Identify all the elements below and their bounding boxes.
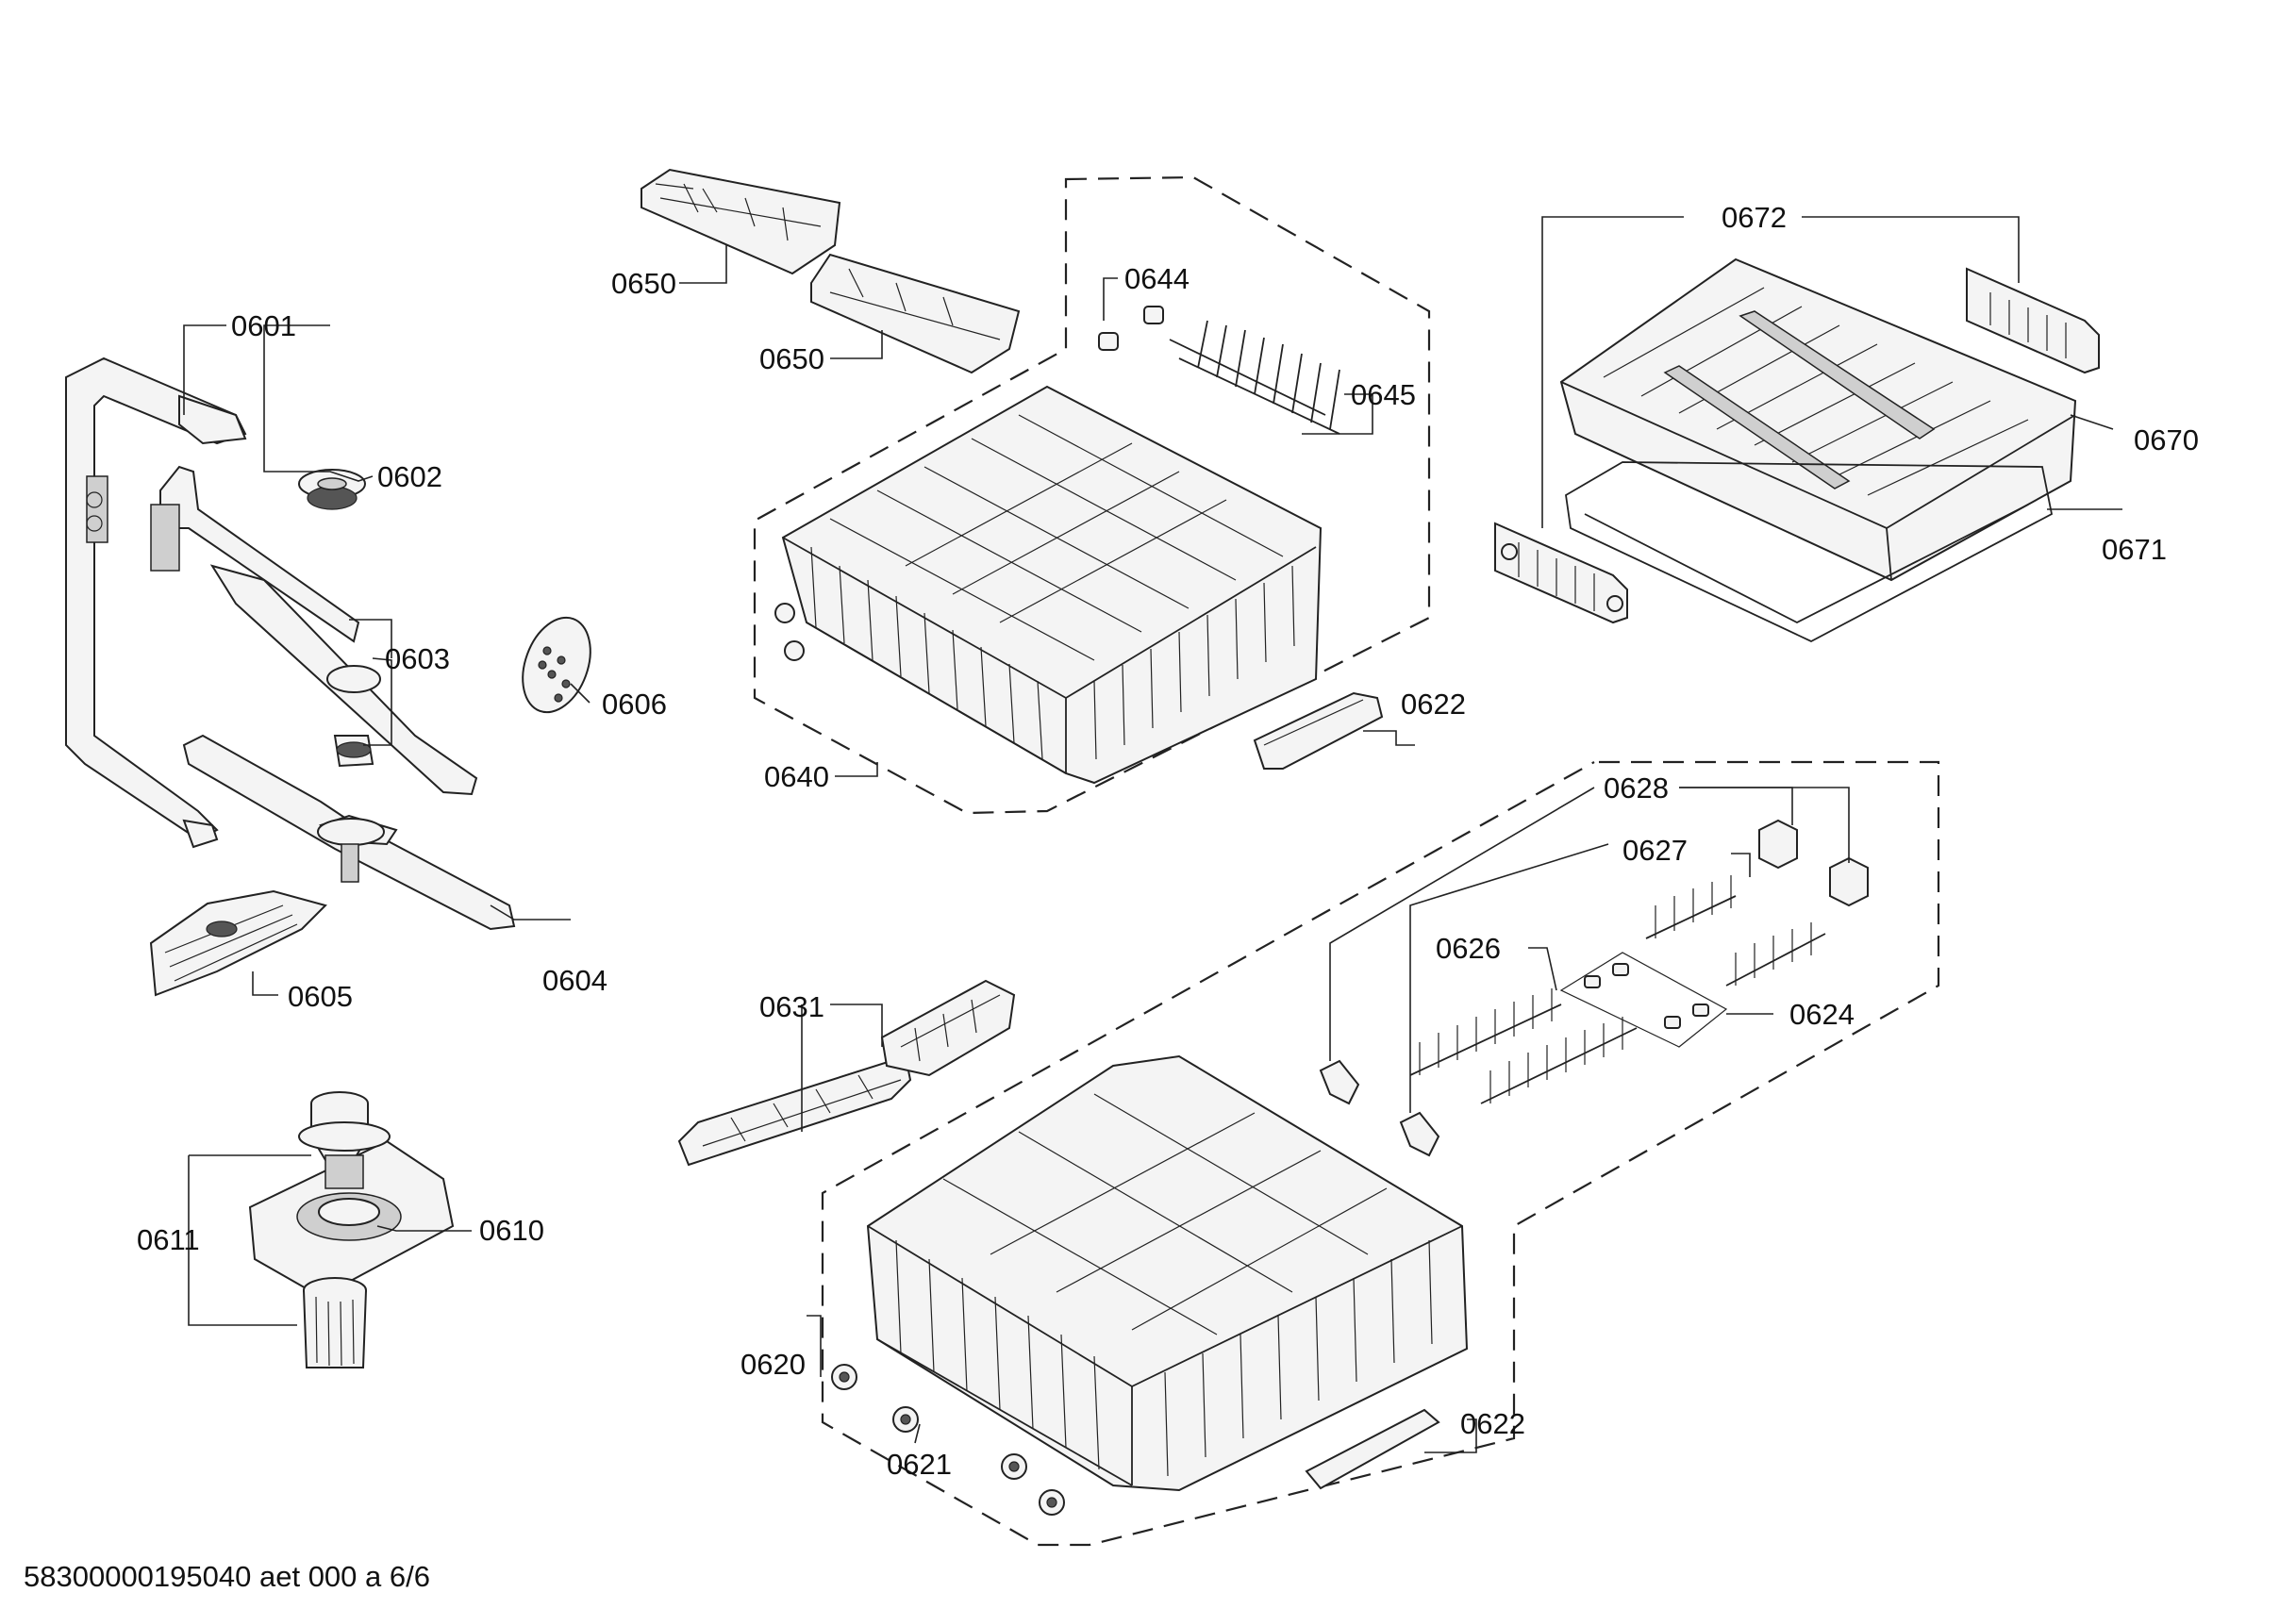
part-0605-micro-filter[interactable]	[149, 889, 327, 997]
part-0624-clip-plate[interactable]	[1559, 952, 1728, 1048]
label-0610: 0610	[479, 1214, 544, 1247]
label-0605: 0605	[288, 980, 353, 1013]
part-0626-racks[interactable]	[1319, 988, 1638, 1157]
part-0622-lower-handle[interactable]	[1305, 1408, 1440, 1490]
part-0628-holders[interactable]	[1758, 819, 1869, 907]
label-0601: 0601	[231, 309, 296, 342]
label-0644: 0644	[1124, 262, 1190, 295]
part-0670-cutlery-tray[interactable]	[1559, 257, 2077, 582]
label-0620: 0620	[740, 1348, 806, 1381]
label-0622-lower: 0622	[1460, 1407, 1525, 1440]
part-0603-upper-spray-arm[interactable]	[150, 465, 478, 796]
label-0622-upper: 0622	[1401, 688, 1466, 721]
part-0672-tray-side-guides[interactable]	[1494, 267, 2100, 624]
part-0601-supply-pipe[interactable]	[65, 357, 247, 849]
label-0626: 0626	[1436, 932, 1501, 965]
label-0611: 0611	[137, 1223, 200, 1256]
part-0671-tray-frame[interactable]	[1565, 461, 2054, 643]
lower-basket-group-outline	[821, 760, 1940, 1547]
label-0606: 0606	[602, 688, 667, 721]
label-0621: 0621	[887, 1448, 952, 1481]
part-0604-lower-spray-arm[interactable]	[182, 734, 516, 931]
drawing-reference-code: 58300000195040 aet 000 a 6/6	[24, 1560, 430, 1593]
label-0603: 0603	[385, 642, 450, 675]
part-0606-filter-disc[interactable]	[510, 608, 603, 722]
label-0650-a: 0650	[611, 267, 676, 300]
upper-basket-group-outline	[753, 175, 1431, 815]
part-0627-racks[interactable]	[1645, 875, 1826, 987]
part-0611-filter-set[interactable]	[298, 1091, 391, 1368]
part-0650-rack-upper[interactable]	[641, 168, 841, 275]
part-0644-clips[interactable]	[1098, 306, 1164, 351]
part-0640-upper-basket[interactable]	[774, 385, 1323, 785]
label-0627: 0627	[1622, 834, 1688, 867]
label-0640: 0640	[764, 760, 829, 793]
label-0624: 0624	[1789, 998, 1855, 1031]
label-0645: 0645	[1351, 378, 1416, 411]
part-0650-rack-lower[interactable]	[810, 253, 1021, 374]
part-0621-wheels[interactable]	[831, 1364, 1065, 1516]
label-0650-b: 0650	[759, 342, 824, 375]
part-0631-racks[interactable]	[677, 979, 1016, 1167]
label-0602: 0602	[377, 460, 442, 493]
part-0645-cup-rack[interactable]	[1169, 320, 1340, 435]
label-0672: 0672	[1722, 201, 1787, 234]
part-0620-lower-basket[interactable]	[866, 1054, 1469, 1492]
label-0671: 0671	[2102, 533, 2167, 566]
label-0631: 0631	[759, 990, 824, 1023]
label-0670: 0670	[2134, 423, 2199, 456]
label-0604: 0604	[542, 964, 607, 997]
part-0602-connector[interactable]	[298, 469, 366, 510]
label-0628: 0628	[1604, 771, 1669, 804]
leader-lines	[183, 216, 2122, 1453]
part-0622-upper-handle[interactable]	[1253, 691, 1384, 770]
